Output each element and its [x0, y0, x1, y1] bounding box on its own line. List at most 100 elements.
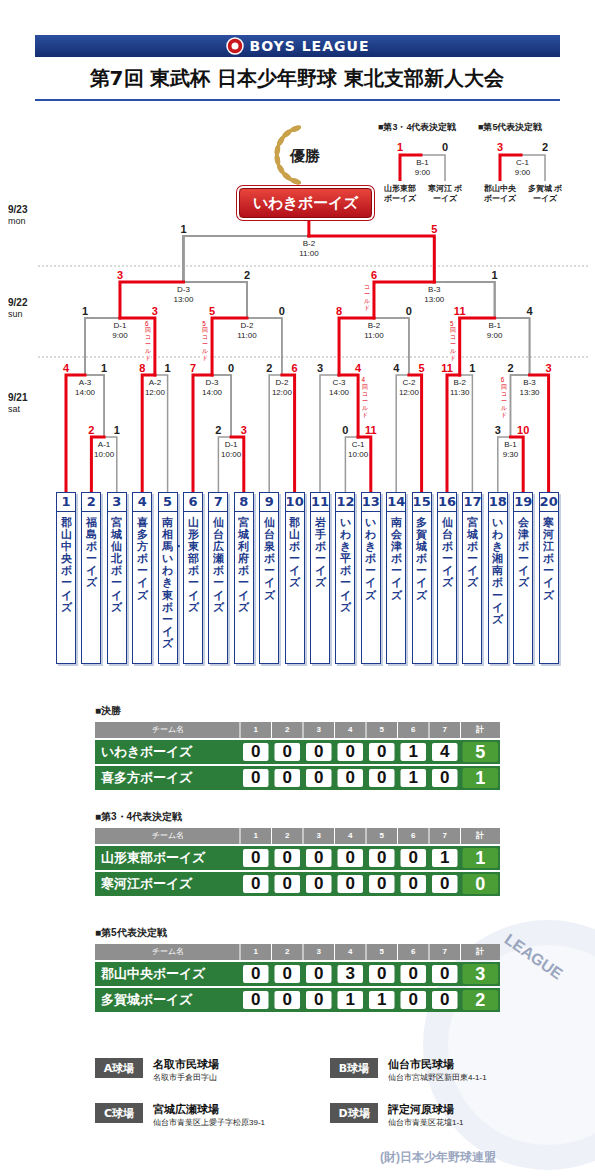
team-name: 山形東部 ボーイズ	[380, 184, 420, 204]
total-cell	[463, 848, 499, 868]
inning-cell	[401, 769, 427, 787]
table-header-cell: 1	[254, 724, 258, 736]
node-text: BOYS LEAGUE	[250, 38, 370, 54]
team-name: 岩手ボーイズ	[315, 517, 326, 590]
table-separator	[303, 722, 304, 738]
game-time: 10:00	[348, 450, 368, 460]
inning-score: 0	[251, 990, 260, 1010]
date-separator	[38, 266, 588, 267]
total-cell	[463, 742, 499, 762]
team-number: 3	[108, 493, 126, 512]
date: 9/22	[8, 297, 27, 309]
inning-cell	[243, 991, 269, 1009]
table-separator	[303, 944, 304, 960]
game-time: 13:00	[173, 295, 193, 305]
inning-cell	[401, 875, 427, 893]
logo-ring	[227, 38, 243, 54]
game-id: C-3	[333, 378, 346, 388]
table-header-cell: 7	[443, 830, 447, 842]
team-box: 7仙台広瀬ボーイズ	[208, 492, 228, 664]
team-number: 10	[286, 493, 304, 512]
game-time: 11:00	[364, 331, 383, 341]
title-rule	[35, 99, 560, 101]
inning-cell	[306, 743, 332, 761]
game-id: B-2	[453, 378, 465, 388]
game-id: A-1	[98, 440, 110, 450]
inning-score: 1	[346, 990, 355, 1010]
game-id: C-1	[352, 440, 365, 450]
game-id: D-1	[225, 440, 238, 450]
bracket-line	[120, 218, 309, 492]
game-id: A-2	[149, 378, 161, 388]
inning-cell	[401, 743, 427, 761]
table-separator	[271, 944, 272, 960]
table-separator	[460, 722, 461, 738]
table-separator	[240, 944, 241, 960]
inning-cell	[369, 743, 395, 761]
laurel-leaf	[289, 124, 302, 133]
table-separator	[271, 722, 272, 738]
inning-cell	[432, 743, 458, 761]
table-header-cell: 4	[348, 724, 352, 736]
venue-address: 仙台市宮城野区新田東4-1-1	[388, 1073, 487, 1083]
score: 11	[365, 425, 377, 436]
inning-score: 0	[409, 848, 418, 868]
table-header-cell: 7	[443, 724, 447, 736]
date: 9/21	[8, 392, 27, 404]
table-separator	[397, 722, 398, 738]
total-score: 2	[475, 990, 485, 1010]
score: 11	[441, 363, 453, 374]
table-header-cell: チーム名	[152, 946, 184, 958]
score: 0	[442, 141, 448, 153]
bracket-line	[85, 218, 309, 492]
table-header-cell: チーム名	[152, 724, 184, 736]
mini-bracket	[400, 155, 445, 181]
inning-score: 0	[314, 848, 323, 868]
game-id: B-1	[416, 158, 428, 168]
score: 1	[469, 363, 475, 374]
team-number: 1	[57, 493, 75, 512]
score: 2	[507, 363, 513, 374]
node-text: A球場	[104, 1061, 135, 1076]
total-score: 0	[475, 874, 485, 894]
total-cell	[463, 768, 499, 788]
called-game-note: 5回コールド	[450, 321, 456, 363]
team-box: 17宮城ボーイズ	[462, 492, 482, 664]
table-row	[95, 988, 500, 1012]
bracket-line	[183, 218, 308, 492]
inning-cell	[401, 849, 427, 867]
game-id: B-2	[303, 239, 315, 249]
team-box: 14南会津ボーイズ	[386, 492, 406, 664]
team-box: 19会津ボーイズ	[513, 492, 533, 664]
inning-cell	[275, 991, 301, 1009]
team-number: 7	[209, 493, 227, 512]
score: 3	[546, 363, 552, 374]
total-cell	[463, 990, 499, 1010]
team-number: 9	[260, 493, 278, 512]
inning-cell	[432, 769, 458, 787]
bracket-line	[309, 218, 434, 492]
table-separator	[429, 944, 430, 960]
team-name: 宮城ボーイズ	[467, 517, 478, 590]
inning-score: 0	[283, 964, 292, 984]
game-time: 14:00	[329, 388, 349, 398]
inning-score: 0	[440, 874, 449, 894]
game-time: 9:00	[487, 331, 503, 341]
team-name: 多賀城 ボーイズ	[525, 184, 565, 204]
score: 1	[397, 141, 403, 153]
total-score: 1	[475, 768, 485, 788]
bracket-line	[183, 218, 308, 492]
team-name: 南相馬・いわき東ボーイズ	[162, 517, 173, 650]
score: 8	[139, 363, 145, 374]
team-box: 12いわき平ボーイズ	[335, 492, 355, 664]
called-game-note: 6回コールド	[145, 321, 151, 363]
team-box: 15多賀城ボーイズ	[412, 492, 432, 664]
weekday: sun	[8, 309, 23, 320]
team-name: いわき湘南ボーイズ	[492, 517, 503, 626]
inning-score: 4	[440, 742, 449, 762]
team-number: 14	[387, 493, 405, 512]
inning-cell	[369, 965, 395, 983]
champion-heading: 優勝	[290, 147, 320, 165]
score: 0	[406, 306, 412, 317]
